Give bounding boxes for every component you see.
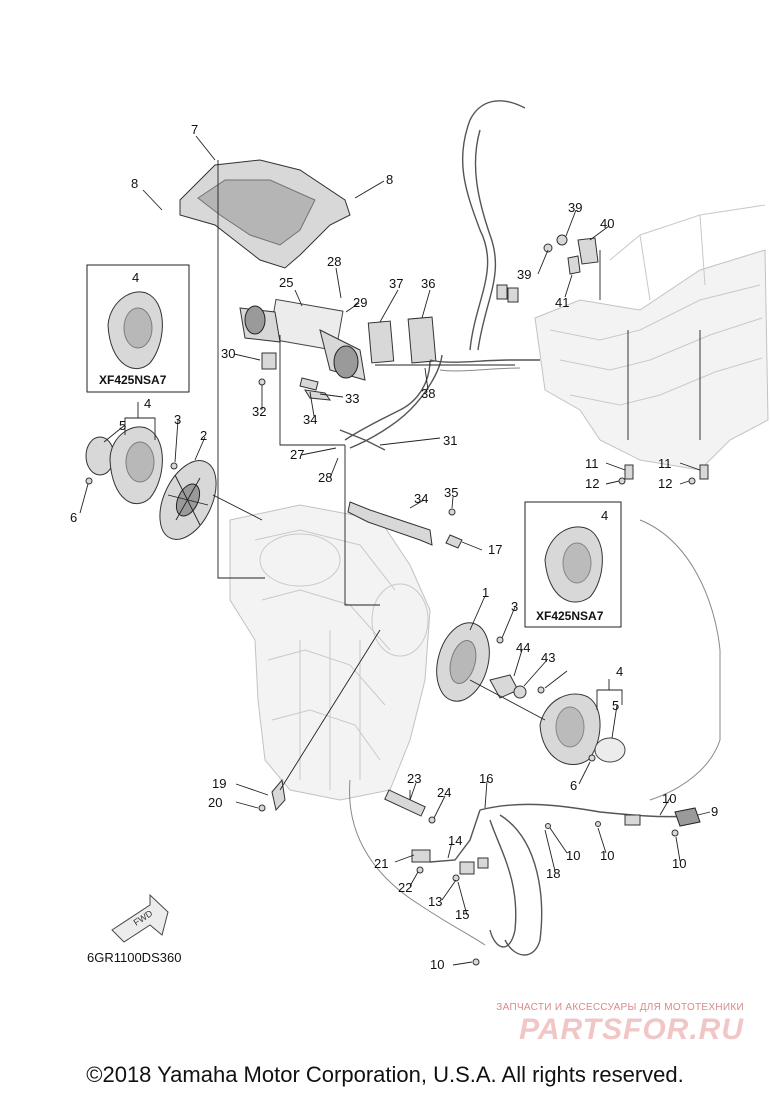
callout-34: 34: [414, 491, 428, 506]
callout-42: 43: [541, 650, 555, 665]
callout-24: 24: [437, 785, 451, 800]
flywheel: [159, 460, 217, 540]
callout-11b: 11: [658, 456, 672, 471]
starter-motor: [239, 298, 366, 381]
stator-assembly: [436, 622, 545, 702]
part-30-screw: [258, 378, 266, 386]
model-box-left-label: XF425NSA7: [99, 373, 167, 387]
callout-9: 9: [711, 804, 718, 819]
callout-36: 36: [421, 276, 435, 291]
callout-8b: 8: [386, 172, 393, 187]
callout-numbers: 7 8 8 28 29 25 37 36 38 31 30 32 33 34 2…: [70, 122, 718, 972]
callout-5-right: 5: [612, 698, 619, 713]
leader-lines: [212, 160, 701, 800]
callout-33: 34: [303, 412, 317, 427]
callout-32: 33: [345, 391, 359, 406]
callout-30: 32: [252, 404, 266, 419]
callout-10c: 10: [662, 791, 676, 806]
part-11-clip-a: [624, 464, 634, 480]
callout-10a: 10: [566, 848, 580, 863]
callout-19: 19: [212, 776, 226, 791]
callout-23: 23: [407, 771, 421, 786]
callout-41: 41: [555, 295, 569, 310]
callout-6-left: 6: [70, 510, 77, 525]
callout-6-right: 6: [570, 778, 577, 793]
callout-16: 16: [479, 771, 493, 786]
callout-39a: 39: [568, 200, 582, 215]
part-17-clip: [445, 534, 463, 549]
wire-harness-upper: [339, 316, 540, 451]
callout-31: 31: [443, 433, 457, 448]
engine-block-ghost: [229, 504, 431, 801]
callout-11a: 11: [585, 456, 599, 471]
callout-27: 28: [318, 470, 332, 485]
callout-2: 2: [200, 428, 207, 443]
callout-20: 20: [208, 795, 222, 810]
copyright-notice: ©2018 Yamaha Motor Corporation, U.S.A. A…: [86, 1062, 684, 1087]
part-35-screw: [448, 508, 456, 516]
fwd-arrow: FWD: [111, 893, 169, 943]
callout-12a: 12: [585, 476, 599, 491]
callout-43: 44: [516, 640, 530, 655]
watermark-caption: ЗАПЧАСТИ И АКСЕССУАРЫ ДЛЯ МОТОТЕХНИКИ: [496, 1002, 744, 1013]
callout-21: 21: [374, 856, 388, 871]
callout-13: 13: [428, 894, 442, 909]
callout-4-left: 4: [144, 396, 151, 411]
callout-4-right: 4: [616, 664, 623, 679]
callout-38: 38: [421, 386, 435, 401]
part-12-bolt-b: [688, 477, 696, 485]
callout-22: 22: [398, 880, 412, 895]
callout-26: 27: [290, 447, 304, 462]
model-box-left: [86, 264, 190, 393]
callout-14: 14: [448, 833, 462, 848]
callout-10b: 10: [600, 848, 614, 863]
part-34-bracket: [347, 501, 433, 546]
callout-8a: 8: [131, 176, 138, 191]
callout-ticks: [79, 135, 711, 966]
callout-5-left: 5: [119, 418, 126, 433]
callout-18: 18: [546, 866, 560, 881]
part-39-grommet-a: [556, 234, 568, 246]
wire-harness-top: [461, 100, 526, 351]
callout-15: 15: [455, 907, 469, 922]
callout-3-left: 3: [174, 412, 181, 427]
part-33-clip: [299, 377, 319, 391]
part-12-bolt-a: [618, 477, 626, 485]
callout-37: 37: [389, 276, 403, 291]
model-box-right: [524, 501, 622, 628]
diagram-code: 6GR1100DS360: [87, 950, 181, 965]
right-cover: [539, 693, 626, 765]
callout-29: 30: [221, 346, 235, 361]
callout-35: 35: [444, 485, 458, 500]
callout-40: 40: [600, 216, 614, 231]
hull-bracket-ghost: [534, 204, 769, 471]
callout-7: 7: [191, 122, 198, 137]
callout-17: 17: [488, 542, 502, 557]
callout-1: 1: [482, 585, 489, 600]
top-cover: [179, 159, 351, 269]
model-box-right-label: XF425NSA7: [536, 609, 604, 623]
part-40-bracket: [577, 237, 599, 265]
callout-25: 25: [279, 275, 293, 290]
part-39-grommet-b: [543, 243, 553, 253]
callout-12b: 12: [658, 476, 672, 491]
callout-28a: 28: [327, 254, 341, 269]
lower-harness: [258, 519, 721, 966]
callout-4-box-left: 4: [132, 270, 139, 285]
callout-39b: 39: [517, 267, 531, 282]
watermark-brand: PARTSFOR.RU: [519, 1013, 744, 1046]
callout-10d: 10: [672, 856, 686, 871]
left-cover-assembly: [85, 426, 178, 505]
watermark: ЗАПЧАСТИ И АКСЕССУАРЫ ДЛЯ МОТОТЕХНИКИ PA…: [444, 1002, 744, 1047]
part-41-clamp: [567, 255, 581, 275]
callout-10e: 10: [430, 957, 444, 972]
part-29-plate: [261, 352, 277, 370]
callout-3-right: 3: [511, 599, 518, 614]
part-11-clip-b: [699, 464, 709, 480]
callout-28b: 29: [353, 295, 367, 310]
callout-4-box-right: 4: [601, 508, 608, 523]
